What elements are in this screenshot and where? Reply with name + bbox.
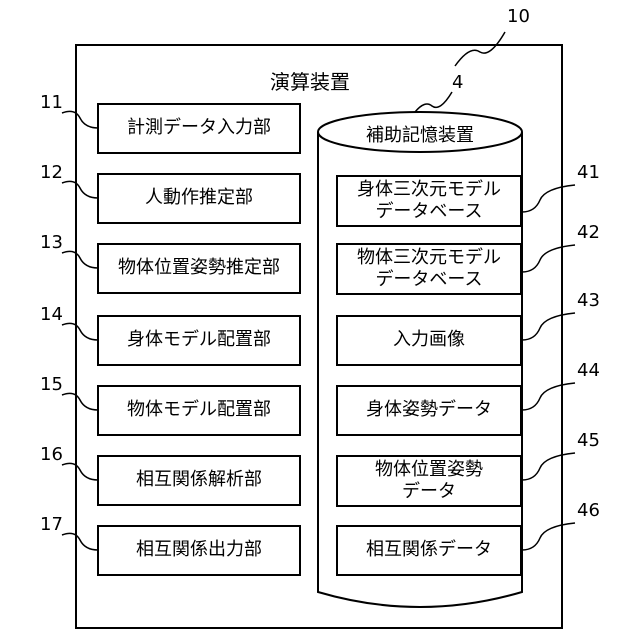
item-line1: 身体姿勢データ	[366, 399, 492, 422]
leader-44	[522, 383, 575, 410]
ref-13: 13	[40, 232, 63, 253]
unit-label: 物体モデル配置部	[127, 399, 271, 422]
leader-17	[62, 533, 98, 550]
storage-object-pose-data: 物体位置姿勢データ	[336, 455, 522, 507]
ref-45: 45	[577, 430, 600, 451]
ref-43: 43	[577, 290, 600, 311]
item-line2: データベース	[357, 201, 501, 224]
unit-interrelation-analysis: 相互関係解析部	[97, 455, 301, 506]
leader-15	[62, 393, 98, 410]
leader-14	[62, 323, 98, 340]
unit-body-model-placement: 身体モデル配置部	[97, 315, 301, 366]
unit-human-motion-estimation: 人動作推定部	[97, 173, 301, 224]
ref-11: 11	[40, 92, 63, 113]
leader-16	[62, 463, 98, 480]
device-ref: 10	[507, 6, 530, 27]
unit-label: 人動作推定部	[145, 187, 253, 210]
item-line2: データ	[375, 481, 483, 504]
storage-input-image: 入力画像	[336, 315, 522, 366]
unit-measurement-input: 計測データ入力部	[97, 103, 301, 154]
storage-ref: 4	[452, 72, 463, 93]
storage-object-3d-model-db: 物体三次元モデルデータベース	[336, 243, 522, 295]
unit-label: 相互関係解析部	[136, 469, 262, 492]
leader-43	[522, 313, 575, 340]
unit-label: 計測データ入力部	[127, 117, 271, 140]
ref-12: 12	[40, 162, 63, 183]
leader-4	[415, 92, 452, 112]
leader-13	[62, 251, 98, 268]
ref-15: 15	[40, 374, 63, 395]
ref-44: 44	[577, 360, 600, 381]
item-line1: 身体三次元モデル	[357, 179, 501, 202]
storage-body-pose-data: 身体姿勢データ	[336, 385, 522, 436]
device-title: 演算装置	[270, 66, 350, 95]
ref-14: 14	[40, 304, 63, 325]
ref-42: 42	[577, 222, 600, 243]
ref-46: 46	[577, 500, 600, 521]
leader-10	[455, 32, 505, 66]
leader-42	[522, 245, 575, 272]
storage-body-3d-model-db: 身体三次元モデルデータベース	[336, 175, 522, 227]
leader-41	[522, 185, 575, 212]
unit-object-model-placement: 物体モデル配置部	[97, 385, 301, 436]
leader-45	[522, 453, 575, 480]
leader-12	[62, 181, 98, 198]
unit-label: 相互関係出力部	[136, 539, 262, 562]
ref-16: 16	[40, 444, 63, 465]
storage-interrelation-data: 相互関係データ	[336, 525, 522, 576]
leader-46	[522, 523, 575, 550]
item-line1: 物体位置姿勢	[375, 459, 483, 482]
storage-title: 補助記憶装置	[366, 121, 474, 147]
item-line1: 相互関係データ	[366, 539, 492, 562]
item-line2: データベース	[357, 269, 501, 292]
leader-11	[62, 111, 98, 128]
unit-object-pose-estimation: 物体位置姿勢推定部	[97, 243, 301, 294]
unit-interrelation-output: 相互関係出力部	[97, 525, 301, 576]
item-line1: 入力画像	[393, 329, 465, 352]
ref-41: 41	[577, 162, 600, 183]
unit-label: 身体モデル配置部	[127, 329, 271, 352]
item-line1: 物体三次元モデル	[357, 247, 501, 270]
ref-17: 17	[40, 514, 63, 535]
unit-label: 物体位置姿勢推定部	[118, 257, 280, 280]
